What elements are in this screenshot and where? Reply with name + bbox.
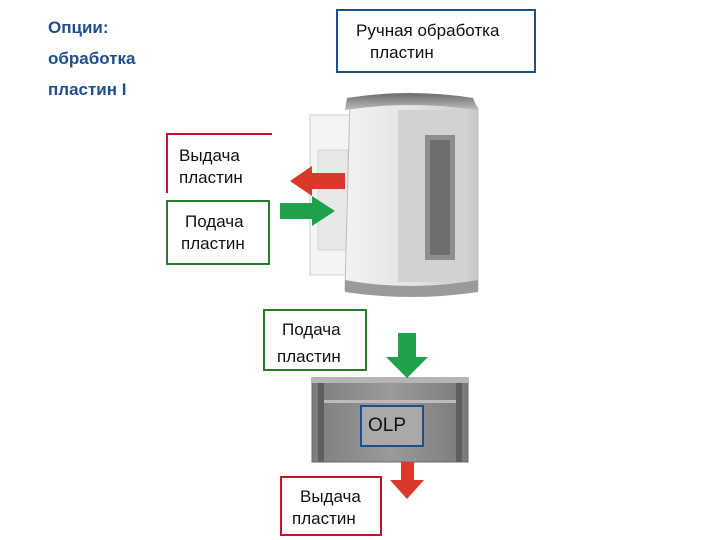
input-box-mid: Подача пластин	[263, 309, 367, 371]
box-line: Выдача	[300, 487, 361, 506]
wafer-handler-device	[309, 93, 479, 297]
box-line: пластин	[179, 168, 243, 187]
box-line: пластин	[181, 234, 245, 253]
title-line: обработка	[48, 49, 136, 68]
input-box-top: Подача пластин	[166, 200, 270, 265]
input-arrow-right-icon	[280, 196, 335, 226]
title-line: пластин I	[48, 80, 127, 99]
box-line: Ручная обработка	[356, 21, 500, 40]
output-arrow-left-icon	[290, 166, 345, 196]
box-line: пластин	[277, 347, 341, 366]
box-line: Подача	[282, 320, 341, 339]
output-arrow-down-icon	[390, 462, 424, 499]
olp-label-box: OLP	[360, 405, 424, 447]
olp-label: OLP	[368, 415, 407, 436]
box-line: Подача	[185, 212, 244, 231]
title-line: Опции:	[48, 18, 109, 37]
output-box-bottom: Выдача пластин	[280, 476, 382, 536]
input-arrow-down-icon	[386, 333, 428, 378]
box-line: пластин	[292, 509, 356, 528]
box-line: пластин	[370, 43, 434, 62]
output-box-top: Выдача пластин	[166, 133, 272, 193]
slide-title: Опции: обработка пластин I	[48, 12, 248, 105]
manual-handling-box: Ручная обработка пластин	[336, 9, 536, 73]
box-line: Выдача	[179, 146, 240, 165]
